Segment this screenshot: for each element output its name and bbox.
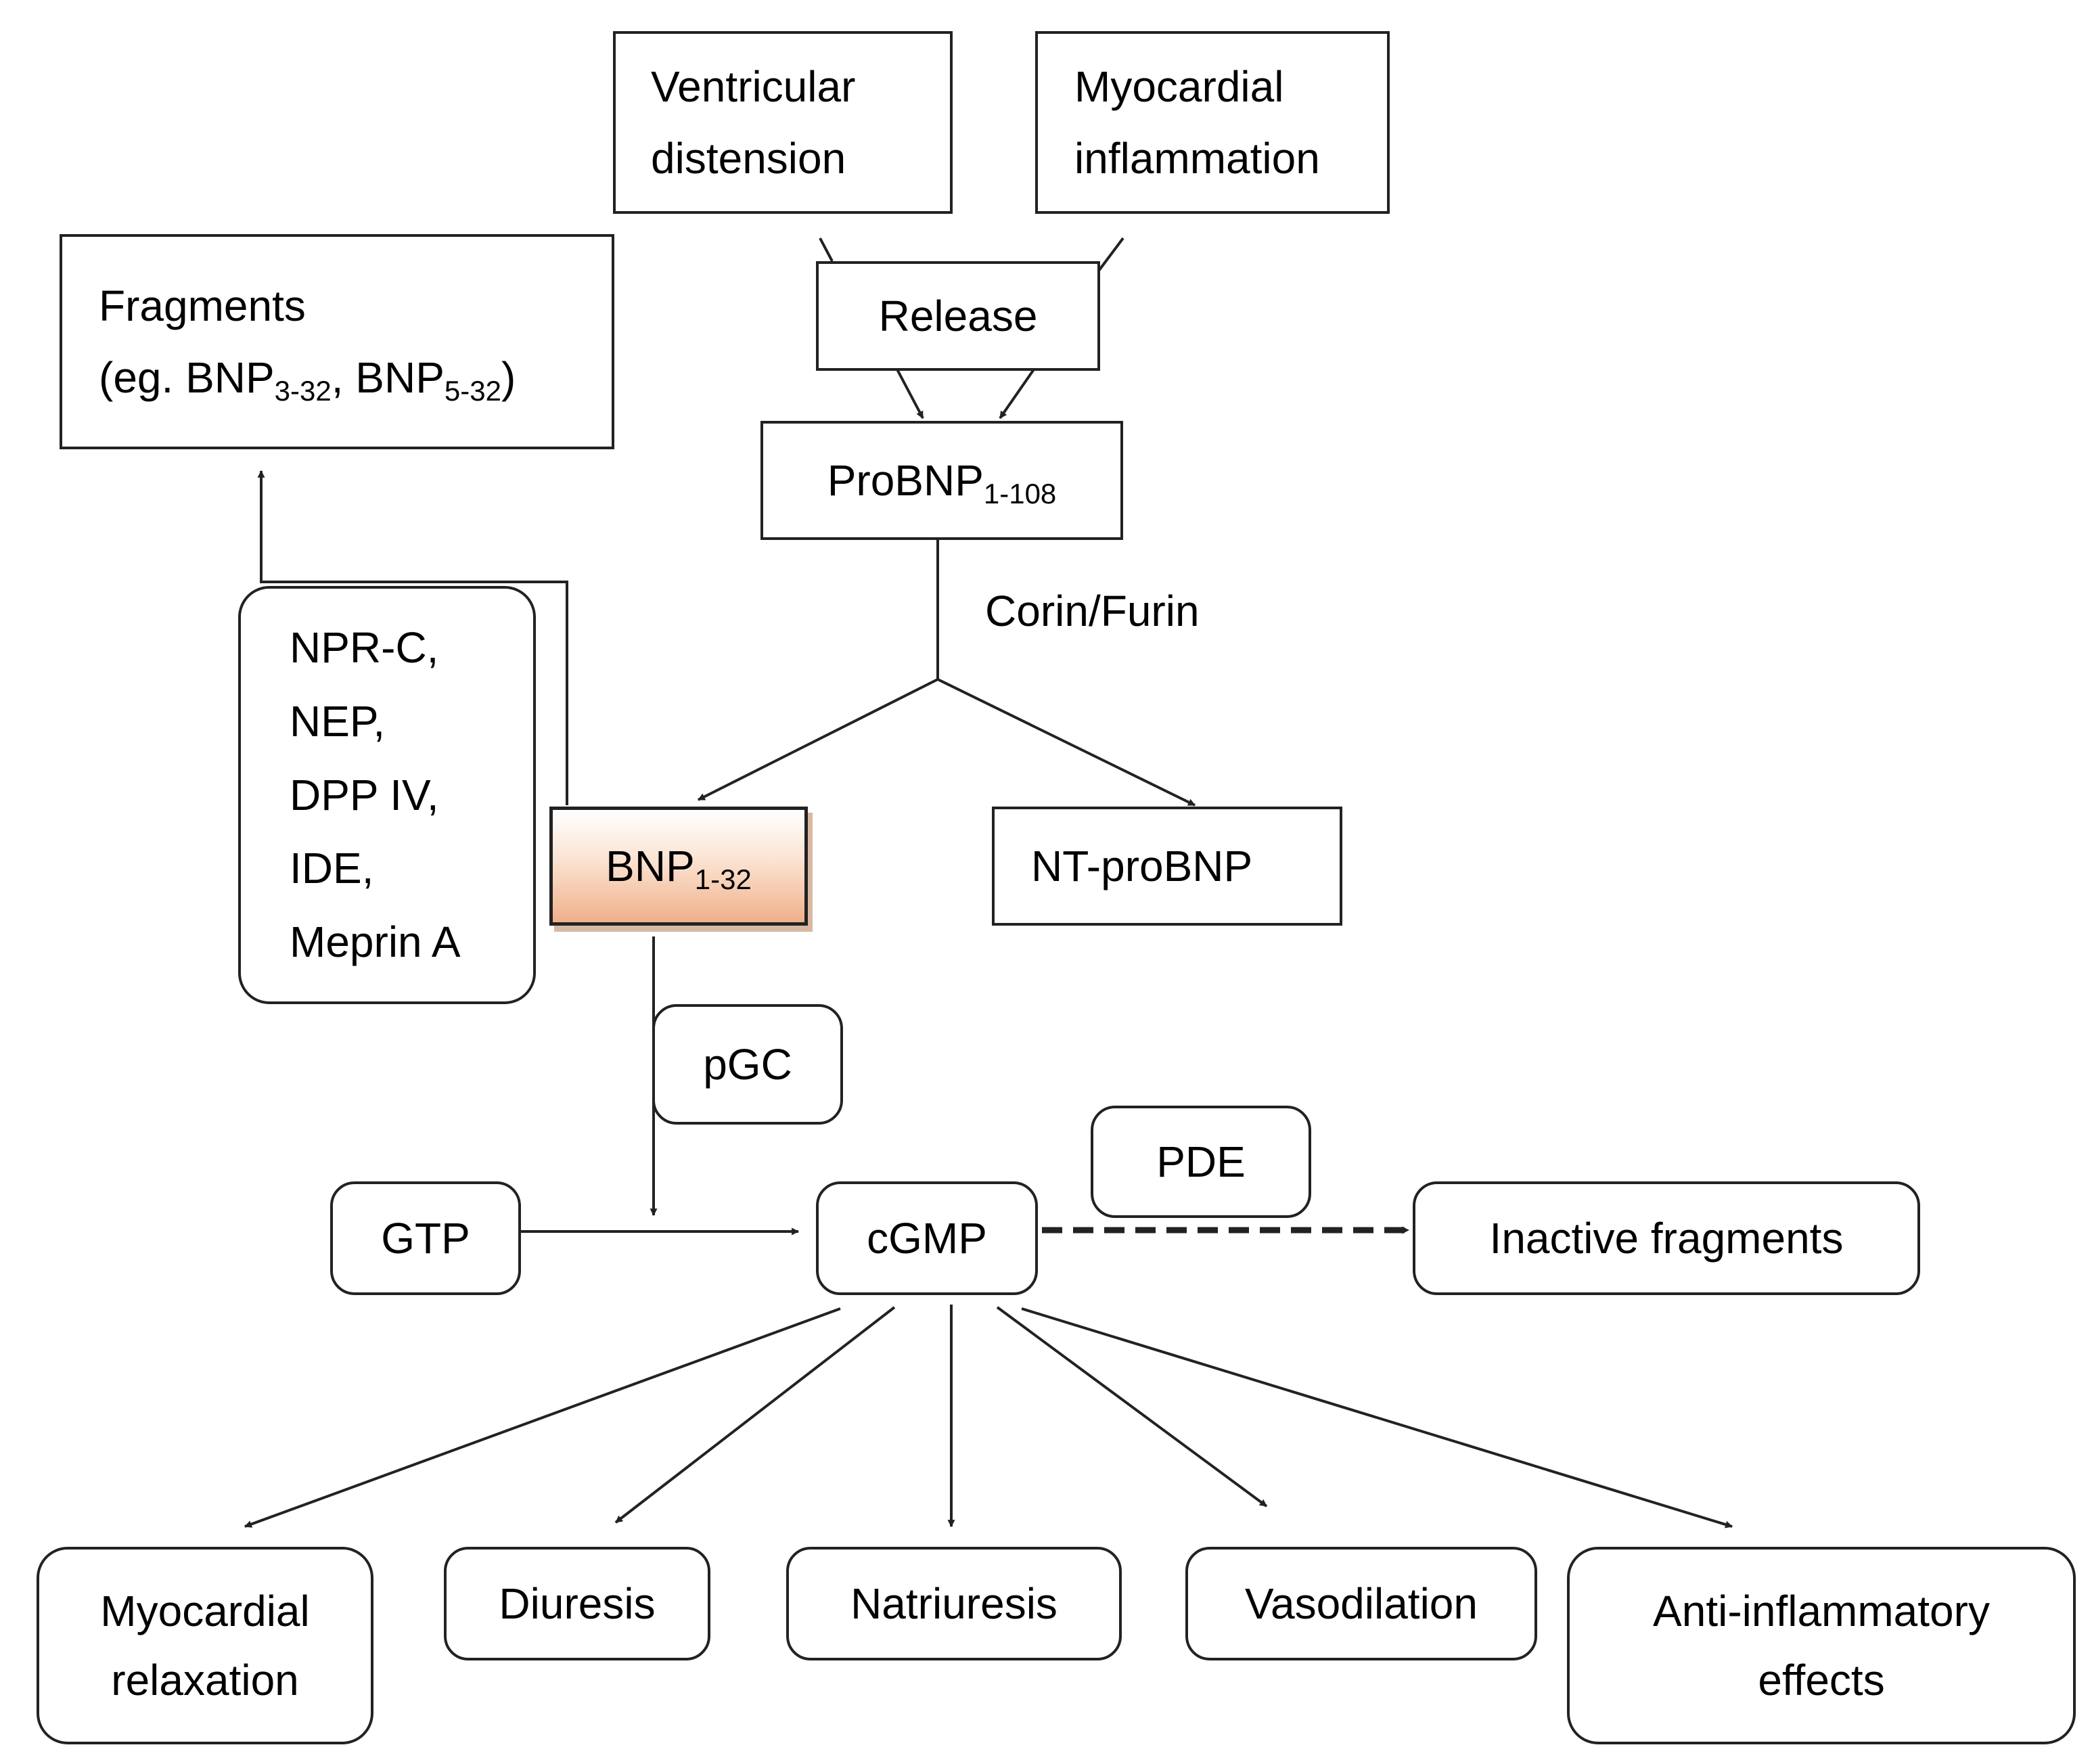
vasodilation-label: Vasodilation	[1245, 1579, 1478, 1628]
ntprobnp-node: NT-proBNP	[992, 807, 1342, 926]
fragments-prefix: (eg. BNP	[99, 353, 275, 402]
cgmp-label: cGMP	[867, 1213, 987, 1263]
natriuresis-node: Natriuresis	[786, 1547, 1122, 1660]
ventricular-line1: Ventricular	[651, 62, 856, 111]
pde-node: PDE	[1091, 1106, 1311, 1218]
inflammation-line1: Myocardial	[1074, 62, 1284, 111]
arrow-split-ntprobnp	[937, 678, 1196, 807]
cgmp-node: cGMP	[816, 1181, 1038, 1295]
gtp-node: GTP	[330, 1181, 521, 1295]
probnp-node: ProBNP1-108	[760, 421, 1123, 540]
fragments-mid: , BNP	[331, 353, 445, 402]
connector-ventricular-release	[819, 238, 834, 262]
myocardial-inflammation-node: Myocardial inflammation	[1035, 31, 1390, 214]
arrow-cgmp-diuresis	[614, 1306, 896, 1524]
connector-inflammation-release	[1097, 237, 1124, 272]
bnp-label: BNP1-32	[606, 830, 752, 902]
enzyme-meprin-a: Meprin A	[290, 918, 461, 967]
fragments-node: Fragments (eg. BNP3-32, BNP5-32)	[60, 234, 614, 449]
ntprobnp-label: NT-proBNP	[1031, 841, 1253, 890]
vasodilation-node: Vasodilation	[1185, 1547, 1537, 1660]
enzyme-dpp-iv: DPP IV,	[290, 770, 439, 819]
natriuresis-label: Natriuresis	[850, 1579, 1058, 1628]
diuresis-node: Diuresis	[444, 1547, 710, 1660]
bnp-subscript: 1-32	[694, 863, 752, 895]
anti-inflammatory-line1: Anti-inflammatory	[1653, 1586, 1990, 1635]
enzyme-nep: NEP,	[290, 696, 386, 746]
fragments-sub1: 3-32	[274, 375, 332, 407]
enzyme-npr-c: NPR-C,	[290, 623, 439, 672]
arrow-cgmp-myocardial-relaxation	[244, 1307, 841, 1528]
ventricular-line2: distension	[651, 134, 846, 183]
inactive-fragments-label: Inactive fragments	[1489, 1213, 1844, 1263]
probnp-label: ProBNP1-108	[827, 445, 1057, 516]
pde-label: PDE	[1156, 1137, 1246, 1186]
corin-furin-label: Corin/Furin	[985, 587, 1200, 635]
bnp-text: BNP	[606, 841, 695, 890]
myocardial-relaxation-node: Myocardial relaxation	[37, 1547, 373, 1744]
fragments-line2: (eg. BNP3-32, BNP5-32)	[99, 342, 612, 413]
arrow-bnp-fragments	[257, 470, 568, 805]
release-node: Release	[816, 261, 1100, 371]
inactive-fragments-node: Inactive fragments	[1413, 1181, 1920, 1295]
anti-inflammatory-line2: effects	[1758, 1656, 1885, 1704]
enzymes-node: NPR-C, NEP, DPP IV, IDE, Meprin A	[238, 586, 536, 1004]
probnp-subscript: 1-108	[983, 477, 1057, 510]
fragments-suffix: )	[501, 353, 516, 402]
arrow-release-probnp-left	[896, 369, 924, 419]
anti-inflammatory-node: Anti-inflammatory effects	[1567, 1547, 2076, 1744]
myocardial-relaxation-line1: Myocardial	[100, 1586, 310, 1635]
arrow-split-bnp	[698, 678, 938, 801]
arrow-cgmp-vasodilation	[996, 1306, 1268, 1508]
pgc-node: pGC	[652, 1004, 843, 1125]
fragments-sub2: 5-32	[444, 375, 501, 407]
diuresis-label: Diuresis	[499, 1579, 656, 1628]
pgc-label: pGC	[703, 1039, 792, 1089]
arrow-release-probnp-right	[999, 368, 1035, 420]
fragments-line1: Fragments	[99, 281, 306, 330]
enzyme-ide: IDE,	[290, 844, 374, 893]
gtp-label: GTP	[381, 1213, 470, 1263]
arrow-cgmp-anti-inflammatory	[1021, 1307, 1733, 1529]
inflammation-line2: inflammation	[1074, 134, 1320, 183]
ventricular-distension-node: Ventricular distension	[613, 31, 953, 214]
release-label: Release	[878, 291, 1038, 340]
myocardial-relaxation-line2: relaxation	[111, 1656, 299, 1704]
probnp-text: ProBNP	[827, 455, 984, 505]
bnp-node: BNP1-32	[549, 807, 808, 926]
